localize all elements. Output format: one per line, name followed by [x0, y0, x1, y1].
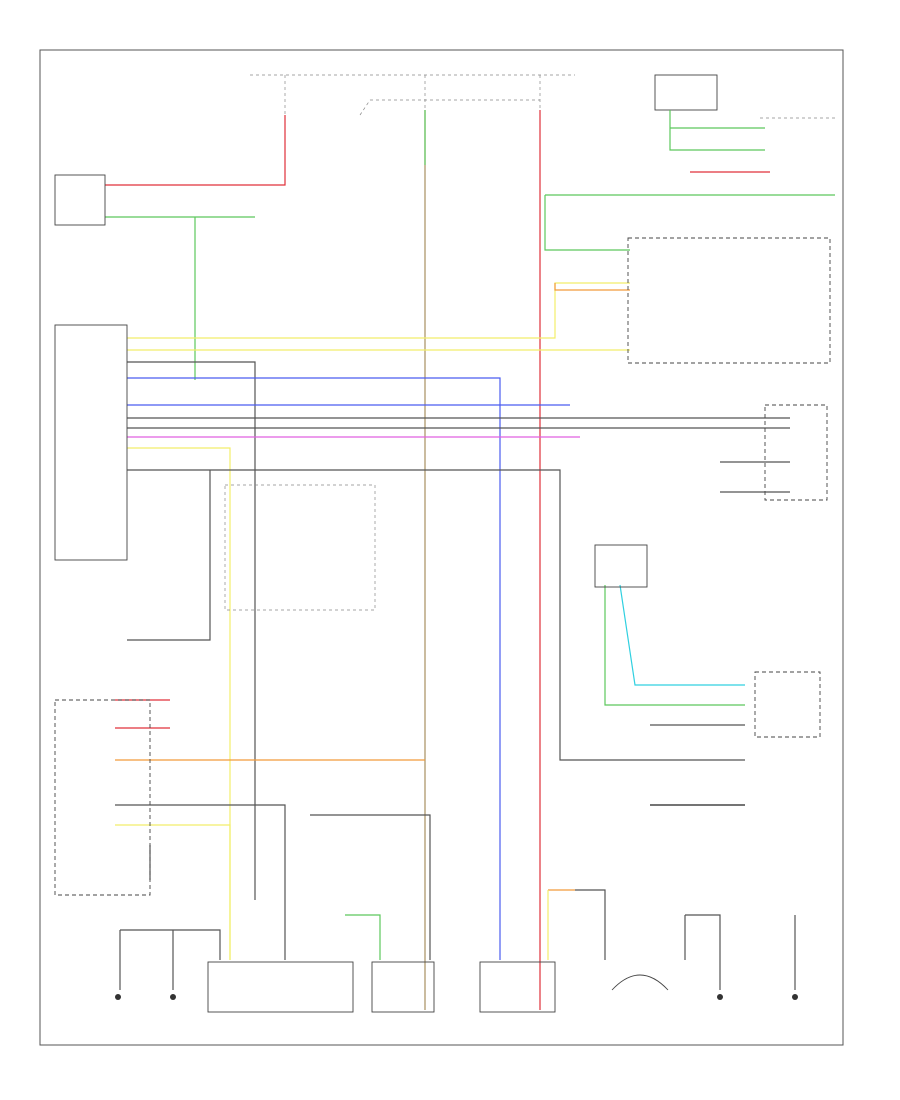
wire-blue: [127, 377, 501, 960]
diagram-frame: [39, 49, 844, 1046]
cruise-control-switch: [627, 237, 831, 364]
wire-green: [604, 585, 745, 706]
wire-red: [105, 115, 286, 186]
rear-wiring-box: [224, 484, 376, 611]
brake-pedal-switch: [371, 961, 435, 1013]
cruise-control-module: [207, 961, 354, 1013]
wire-gray: [120, 929, 221, 960]
wire-gray: [685, 914, 721, 990]
speedometer: [764, 404, 828, 501]
transmission-range-switch: [54, 699, 151, 896]
wire-gray: [115, 804, 286, 960]
wire-yellow: [127, 282, 630, 339]
wire-green: [544, 195, 630, 251]
vehicle-speed-sensor: [594, 544, 648, 588]
wire-layer: [105, 110, 835, 1010]
components: [54, 174, 831, 1013]
wire-gray: [310, 814, 431, 960]
wire-gray: [127, 470, 211, 641]
wire-gray: [127, 361, 256, 900]
engine-control-module: [54, 324, 128, 561]
wire-orange: [554, 283, 630, 291]
fuse-bus: [250, 74, 835, 119]
wire-cyan: [619, 584, 745, 686]
throttle-sensor-gauge: [611, 974, 669, 991]
wire-yellow: [127, 447, 231, 960]
wire-green: [345, 914, 381, 960]
clutch-pedal-switch: [479, 961, 556, 1013]
wire-green: [669, 110, 765, 151]
wire-gray: [575, 889, 606, 960]
wire-gray: [127, 469, 745, 761]
ground-symbols: [115, 994, 798, 1000]
cruise-indicator: [754, 671, 821, 738]
fuse-box-right: [654, 74, 718, 111]
wire-yellow: [115, 824, 231, 960]
stop-light-switch: [54, 174, 106, 226]
